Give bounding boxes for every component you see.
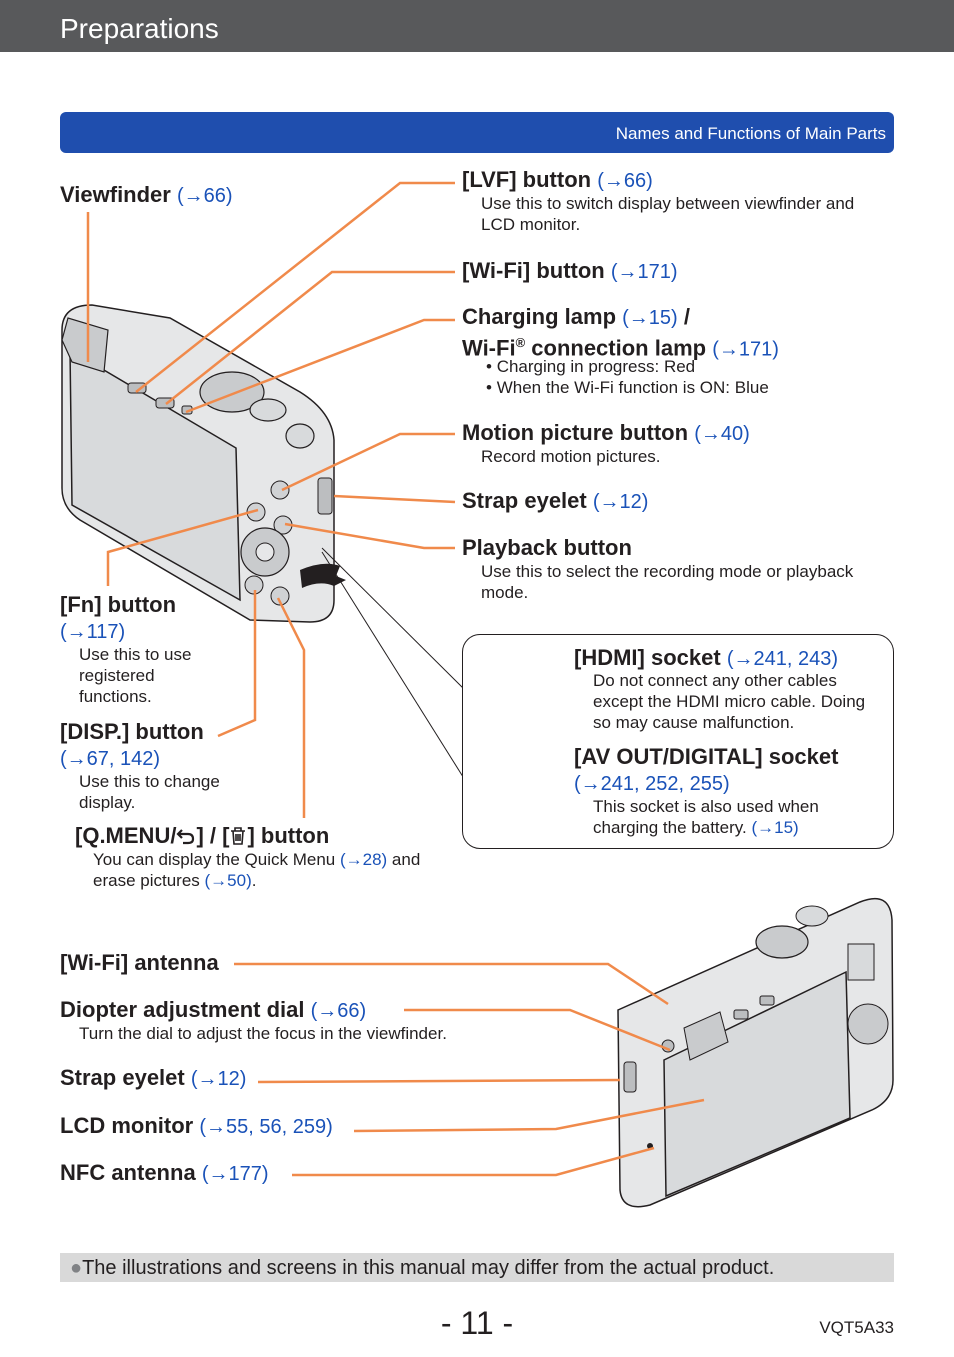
qmenu-ref[interactable]: (→28) bbox=[339, 850, 388, 869]
disp-ref[interactable]: (→67, 142) bbox=[60, 748, 161, 770]
wifi-antenna-label: [Wi-Fi] antenna bbox=[60, 950, 219, 975]
diopter-dial-label: Diopter adjustment dial (→66) bbox=[60, 997, 367, 1022]
erase-ref[interactable]: (→50) bbox=[204, 871, 252, 890]
bullet-icon: ● bbox=[70, 1257, 83, 1279]
diopter-ref[interactable]: (→66) bbox=[310, 1000, 367, 1022]
lcd-ref[interactable]: (→55, 56, 259) bbox=[199, 1116, 333, 1138]
disp-button-label: [DISP.] button bbox=[60, 719, 204, 744]
wifi-button-label: [Wi-Fi] button (→171) bbox=[462, 258, 678, 283]
return-icon bbox=[176, 829, 195, 845]
note-text: ●The illustrations and screens in this m… bbox=[70, 1257, 775, 1279]
trash-icon bbox=[231, 827, 246, 845]
hdmi-description: Do not connect any other cables except t… bbox=[593, 671, 866, 732]
hdmi-ref[interactable]: (→241, 243) bbox=[726, 648, 838, 670]
qmenu-delete-button-label: [Q.MENU/] / [] button bbox=[75, 823, 330, 848]
charging-bullet-1: • Charging in progress: Red bbox=[486, 357, 696, 376]
section-title: Names and Functions of Main Parts bbox=[615, 124, 886, 143]
fn-ref[interactable]: (→117) bbox=[60, 621, 126, 643]
motion-ref[interactable]: (→40) bbox=[694, 423, 750, 445]
document-code: VQT5A33 bbox=[819, 1318, 894, 1337]
strap-top-ref[interactable]: (→12) bbox=[592, 491, 649, 513]
lvf-button-label: [LVF] button (→66) bbox=[462, 167, 653, 192]
av-out-socket-label: [AV OUT/DIGITAL] socket bbox=[574, 744, 839, 769]
charging-lamp-ref[interactable]: (→15) bbox=[622, 307, 678, 329]
motion-picture-button-label: Motion picture button (→40) bbox=[462, 420, 750, 445]
fn-button-label: [Fn] button bbox=[60, 592, 177, 617]
wifi-lamp-ref[interactable]: (→171) bbox=[712, 338, 779, 361]
socket-detail-box bbox=[462, 634, 894, 849]
charging-bullet-2: • When the Wi-Fi function is ON: Blue bbox=[486, 378, 769, 397]
nfc-ref[interactable]: (→177) bbox=[201, 1163, 269, 1185]
page-header-title: Preparations bbox=[60, 13, 219, 44]
diopter-description: Turn the dial to adjust the focus in the… bbox=[79, 1024, 447, 1043]
motion-picture-description: Record motion pictures. bbox=[481, 447, 661, 466]
camera-back-illustration bbox=[61, 304, 466, 781]
fn-description: Use this to use registered functions. bbox=[79, 645, 192, 706]
note-bar: ●The illustrations and screens in this m… bbox=[60, 1253, 894, 1282]
camera-front-illustration bbox=[617, 897, 894, 1208]
viewfinder-label: Viewfinder (→66) bbox=[60, 182, 233, 207]
lvf-ref[interactable]: (→66) bbox=[597, 170, 653, 192]
top-bar: Preparations bbox=[0, 0, 954, 52]
viewfinder-ref[interactable]: (→66) bbox=[176, 185, 233, 207]
nfc-antenna-label: NFC antenna (→177) bbox=[60, 1160, 269, 1185]
av-out-charging-ref[interactable]: (→15) bbox=[751, 818, 799, 837]
section-title-bar: Names and Functions of Main Parts bbox=[60, 112, 894, 153]
hdmi-socket-label: [HDMI] socket (→241, 243) bbox=[574, 645, 838, 670]
playback-description: Use this to select the recording mode or… bbox=[481, 562, 854, 602]
playback-button-label: Playback button bbox=[462, 535, 632, 560]
lcd-monitor-label: LCD monitor (→55, 56, 259) bbox=[60, 1113, 333, 1138]
wifi-button-ref[interactable]: (→171) bbox=[610, 261, 678, 283]
strap-bottom-ref[interactable]: (→12) bbox=[190, 1068, 247, 1090]
lvf-button-description: Use this to switch display between viewf… bbox=[481, 194, 855, 234]
wifi-connection-lamp-label: Wi-Fi® connection lamp (→171) bbox=[462, 335, 779, 361]
charging-lamp-label: Charging lamp (→15) / bbox=[462, 304, 690, 329]
av-out-description: This socket is also used when charging t… bbox=[593, 797, 819, 837]
strap-eyelet-label-top: Strap eyelet (→12) bbox=[462, 488, 649, 513]
qmenu-description: You can display the Quick Menu (→28) and… bbox=[93, 850, 421, 890]
page-number: - 11 - bbox=[440, 1305, 514, 1341]
strap-eyelet-label-bottom: Strap eyelet (→12) bbox=[60, 1065, 247, 1090]
av-out-ref[interactable]: (→241, 252, 255) bbox=[574, 773, 730, 795]
disp-description: Use this to change display. bbox=[79, 772, 220, 812]
